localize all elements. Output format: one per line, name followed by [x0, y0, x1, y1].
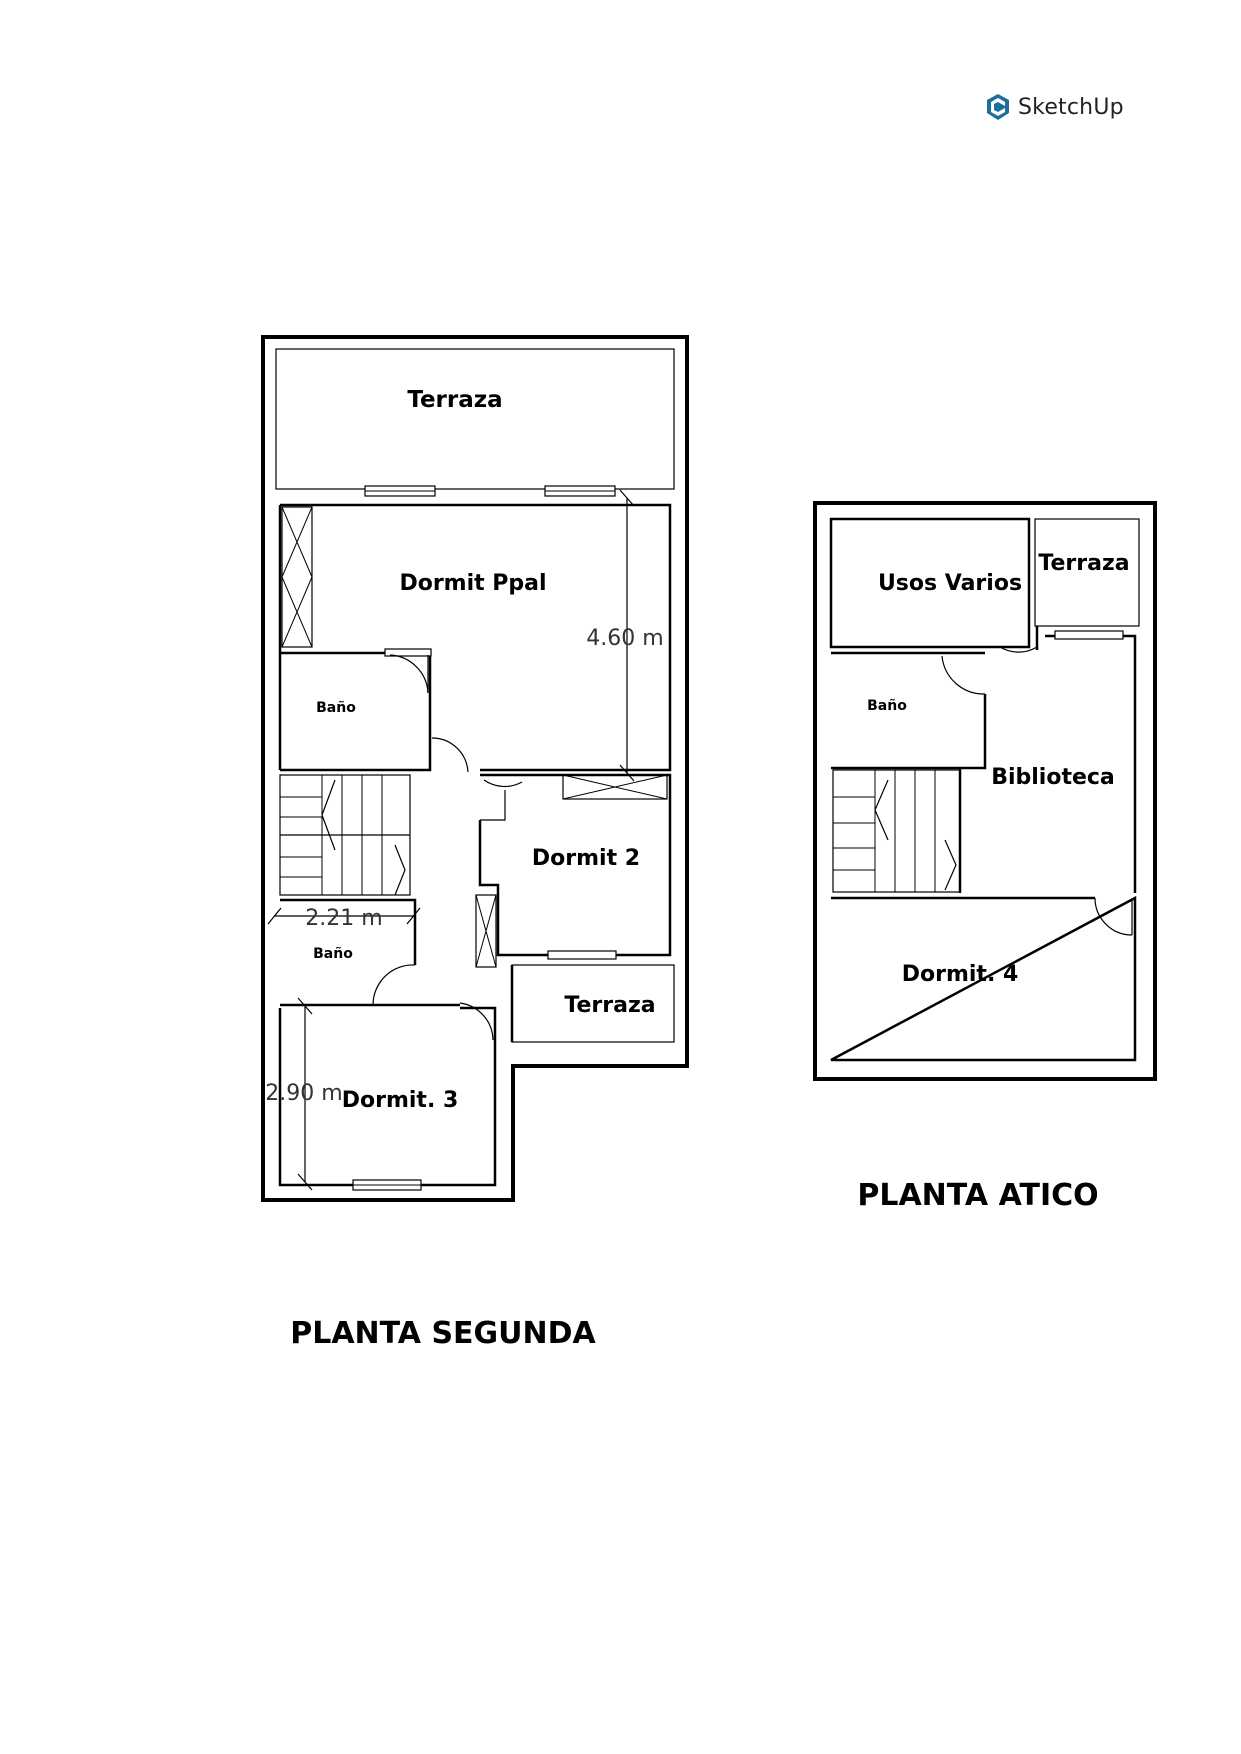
door-swing	[459, 1002, 494, 1041]
stair-arrow	[321, 779, 336, 851]
wardrobe	[562, 774, 668, 800]
room-label: Terraza	[564, 993, 655, 1018]
window	[1054, 630, 1124, 640]
wardrobe-cross	[281, 506, 313, 578]
room-label: Dormit Ppal	[399, 571, 546, 596]
dormit-3-walls	[278, 1006, 497, 1187]
dormit-4-walls	[830, 895, 1137, 1062]
bano-1-walls	[280, 651, 432, 772]
stair-arrow	[944, 839, 957, 891]
room-label: Dormit. 3	[342, 1088, 459, 1113]
dormit-2-walls	[478, 773, 672, 957]
dimension-label: 2.21 m	[305, 906, 382, 931]
floor-plan-segunda: Terraza Dormit Ppal Baño Dormit 2 Baño T…	[261, 335, 689, 1351]
sketchup-logo-icon	[987, 94, 1009, 120]
door-swing	[483, 779, 523, 788]
dimension-lines	[267, 489, 635, 1191]
outer-wall	[261, 335, 689, 1202]
room-label: Dormit 2	[532, 846, 640, 871]
floor-plan-atico: Usos Varios Terraza Baño Biblioteca Dorm…	[813, 501, 1157, 1213]
terraza-atico-outline	[1034, 518, 1140, 627]
room-label: Dormit. 4	[902, 962, 1019, 987]
terraza-top-outline	[275, 348, 675, 490]
door-swing	[431, 737, 469, 773]
room-label: Baño	[867, 698, 907, 714]
wardrobe-cross	[281, 576, 313, 648]
wardrobe	[281, 506, 313, 648]
brand-name: SketchUp	[1018, 94, 1124, 120]
staircase	[832, 769, 961, 893]
room-label: Usos Varios	[878, 571, 1022, 596]
wardrobe-cross	[475, 894, 497, 968]
door-frame	[480, 790, 506, 821]
door-swing	[389, 654, 429, 694]
wardrobe-cross	[562, 774, 668, 800]
bano-atico-walls	[831, 651, 987, 770]
room-label: Terraza	[1038, 551, 1129, 576]
door-swing	[1094, 897, 1133, 936]
room-label: Baño	[313, 946, 353, 962]
usos-varios-walls	[829, 517, 1031, 649]
outer-wall	[813, 501, 1157, 1081]
room-label: Terraza	[407, 387, 502, 413]
stair-arrow	[394, 844, 406, 896]
wardrobe	[475, 894, 497, 968]
dormit-ppal-walls	[280, 503, 672, 772]
sketchup-brand: SketchUp	[985, 93, 1124, 121]
dimension-label: 2.90 m	[265, 1081, 342, 1106]
floor-title: PLANTA SEGUNDA	[290, 1316, 596, 1351]
floor-title: PLANTA ATICO	[857, 1178, 1098, 1213]
wall-ledge	[384, 648, 432, 657]
window	[547, 950, 617, 960]
door-swing	[372, 964, 416, 1006]
stair-steps	[280, 775, 383, 895]
bano-2-walls	[280, 898, 460, 1007]
room-label: Biblioteca	[991, 765, 1115, 790]
stair-arrow	[874, 779, 889, 841]
door-swing	[941, 655, 986, 695]
dimension-label: 4.60 m	[586, 626, 663, 651]
room-label: Baño	[316, 700, 356, 716]
stair-steps	[833, 770, 936, 892]
door-swing	[999, 646, 1038, 653]
